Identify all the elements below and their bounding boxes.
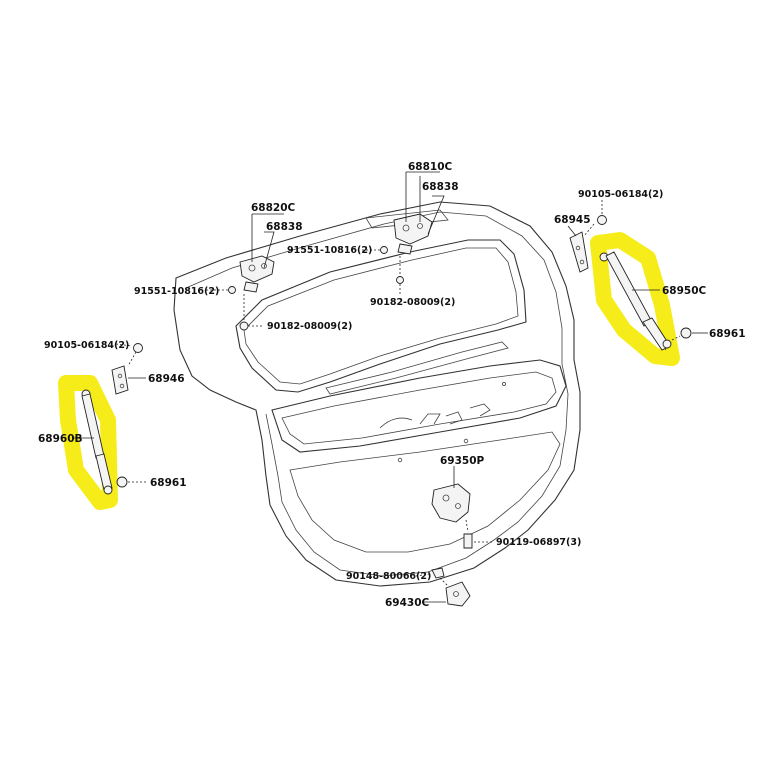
- bracket-68946: [111, 365, 129, 395]
- label-91551-top: 91551-10816(2): [287, 245, 372, 256]
- label-90182-left: 90182-08009(2): [267, 321, 352, 332]
- striker-69430C: [445, 581, 471, 607]
- highlight-strut-left: [58, 375, 118, 510]
- label-68945: 68945: [554, 214, 591, 226]
- label-68838-right: 68838: [422, 181, 459, 193]
- stud-68961-right: [680, 327, 692, 339]
- bolt-91551-left: [228, 286, 236, 294]
- label-68820C: 68820C: [251, 202, 296, 214]
- bolt-91551-center: [380, 246, 388, 254]
- clip-90182-center: [396, 276, 404, 284]
- gas-strut-left: [81, 389, 113, 495]
- label-69430C: 69430C: [385, 597, 430, 609]
- label-90105-left: 90105-06184(2): [44, 340, 129, 351]
- label-68946: 68946: [148, 373, 185, 385]
- label-68961-left: 68961: [150, 477, 187, 489]
- label-68950C: 68950C: [662, 285, 707, 297]
- gas-strut-right: [599, 251, 672, 351]
- label-69350P: 69350P: [440, 455, 485, 467]
- highlight-strut-right: [590, 232, 680, 366]
- screw-90148: [431, 567, 445, 579]
- bolt-90119: [463, 533, 473, 549]
- hinge-center: [393, 213, 433, 255]
- label-68810C: 68810C: [408, 161, 453, 173]
- clip-90182-left: [239, 321, 249, 331]
- label-90148: 90148-80066(2): [346, 571, 431, 582]
- back-door-panel: [173, 201, 581, 587]
- bolt-90105-right: [597, 215, 607, 225]
- label-68838-left: 68838: [266, 221, 303, 233]
- hinge-left: [239, 255, 275, 293]
- label-68961-right: 68961: [709, 328, 746, 340]
- bracket-68945: [569, 231, 589, 273]
- label-68960B: 68960B: [38, 433, 83, 445]
- label-91551-left: 91551-10816(2): [134, 286, 219, 297]
- stud-68961-left: [116, 476, 128, 488]
- bolt-90105-left: [133, 343, 143, 353]
- label-90119: 90119-06897(3): [496, 537, 581, 548]
- label-90105-right: 90105-06184(2): [578, 189, 663, 200]
- label-90182-center: 90182-08009(2): [370, 297, 455, 308]
- door-lock-69350P: [431, 483, 471, 523]
